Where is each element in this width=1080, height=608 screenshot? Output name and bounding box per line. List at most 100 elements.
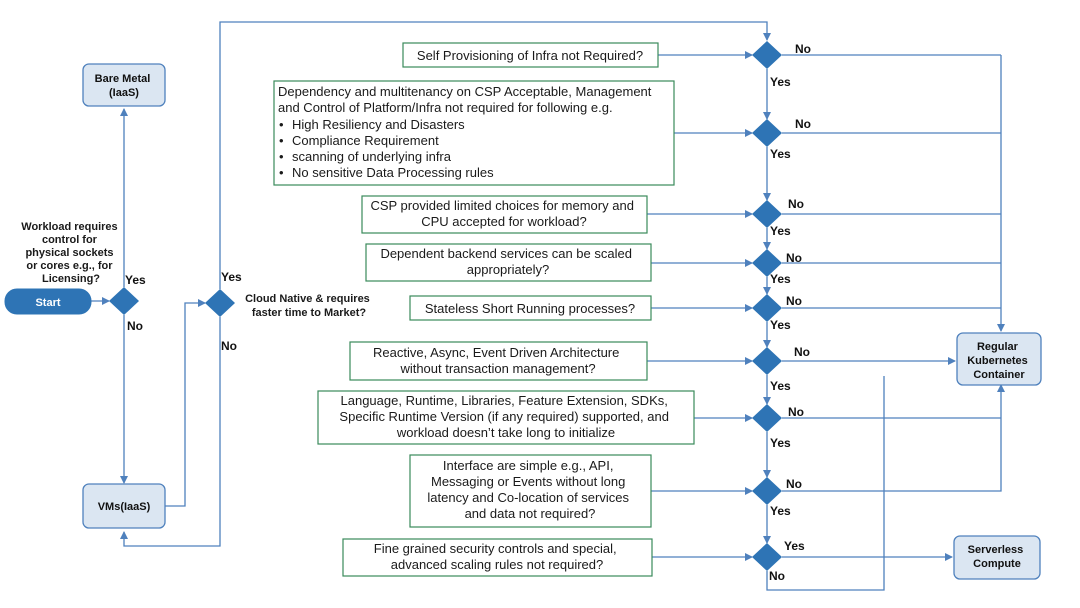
start-label: Start: [35, 297, 60, 309]
workload-question-text: Workload requires control for physical s…: [21, 221, 120, 285]
vms-label: VMs(IaaS): [98, 501, 151, 513]
workload-yes-label: Yes: [125, 273, 146, 287]
d4-yes-label: Yes: [770, 272, 791, 286]
q2-line-0: Dependency and multitenancy on CSP Accep…: [278, 84, 652, 99]
cloud-native-line-1: faster time to Market?: [252, 307, 367, 319]
cloudnative-no-connector: [120, 317, 221, 547]
d1-yes-label: Yes: [770, 75, 791, 89]
question-box-7: Language, Runtime, Libraries, Feature Ex…: [317, 390, 695, 445]
question-box-4: Dependent backend services can be scaled…: [365, 243, 652, 282]
q2-bullet-dot-3: •: [279, 165, 284, 180]
question-box-5: Stateless Short Running processes?: [409, 295, 652, 321]
svg-text:Cloud Native & requires: Cloud Native & requires faster time to M…: [245, 293, 373, 319]
question-box-3: CSP provided limited choices for memory …: [361, 195, 648, 234]
workload-q-line-3: or cores e.g., for: [26, 260, 113, 272]
q4-line-0: Dependent backend services can be scaled: [380, 246, 632, 261]
svg-text:Serverless Compute: Serverless Compute: [968, 544, 1027, 570]
workload-q-line-4: Licensing?: [42, 273, 100, 285]
d1-no-label: No: [795, 42, 811, 56]
cloud-native-decision: Cloud Native & requires faster time to M…: [205, 270, 373, 353]
d3-no-label: No: [788, 197, 804, 211]
svg-text:Reactive, Async, Event Driven: Reactive, Async, Event Driven Architectu…: [373, 345, 623, 376]
serverless-line-0: Serverless: [968, 544, 1024, 556]
question-box-6: Reactive, Async, Event Driven Architectu…: [349, 341, 648, 381]
d5-no-label: No: [786, 294, 802, 308]
q7-line-1: Specific Runtime Version (if any require…: [339, 409, 669, 424]
q2-bullet-dot-2: •: [279, 149, 284, 164]
decision-diamond-3: [752, 200, 782, 228]
q8-line-3: and data not required?: [465, 506, 596, 521]
serverless-node: Serverless Compute: [953, 535, 1041, 580]
svg-text:Dependent backend services can: Dependent backend services can be scaled…: [380, 246, 635, 277]
q9-line-1: advanced scaling rules not required?: [391, 557, 603, 572]
decision-diamond-8: [752, 477, 782, 505]
d5-yes-label: Yes: [770, 318, 791, 332]
d4-no-label: No: [786, 251, 802, 265]
decision-diamonds: [752, 41, 782, 571]
d9-yes-label: Yes: [784, 539, 805, 553]
workload-no-label: No: [127, 319, 143, 333]
bare-metal-line-0: Bare Metal: [95, 73, 151, 85]
workload-q-line-2: physical sockets: [25, 247, 113, 259]
kubernetes-line-0: Regular: [977, 341, 1019, 353]
decision-diamond-7: [752, 404, 782, 432]
last-no-connector: [766, 376, 885, 591]
serverless-line-1: Compute: [973, 558, 1021, 570]
workload-q-line-0: Workload requires: [21, 221, 117, 233]
q5-line-0: Stateless Short Running processes?: [425, 301, 635, 316]
d2-no-label: No: [795, 117, 811, 131]
svg-text:Interface are simple e.g., API: Interface are simple e.g., API, Messagin…: [427, 458, 632, 521]
cloud-native-diamond: [205, 289, 235, 317]
svg-text:Language, Runtime, Libraries,: Language, Runtime, Libraries, Feature Ex…: [339, 393, 672, 440]
svg-text:CSP provided limited choices f: CSP provided limited choices for memory …: [370, 198, 637, 229]
q2-bullet-dot-0: •: [279, 117, 284, 132]
kubernetes-line-2: Container: [973, 369, 1025, 381]
question-box-9: Fine grained security controls and speci…: [342, 538, 653, 577]
q9-line-0: Fine grained security controls and speci…: [374, 541, 617, 556]
cloudnative-yes-connector: [219, 21, 771, 289]
q6-line-0: Reactive, Async, Event Driven Architectu…: [373, 345, 619, 360]
svg-text:Fine grained security controls: Fine grained security controls and speci…: [374, 541, 620, 572]
q2-bullet-2: scanning of underlying infra: [292, 149, 452, 164]
decision-diamond-1: [752, 41, 782, 69]
cloud-native-no-label: No: [221, 339, 237, 353]
vms-node: VMs(IaaS): [82, 483, 166, 529]
svg-text:Dependency and multitenancy on: Dependency and multitenancy on CSP Accep…: [278, 84, 655, 115]
decision-diamond-9: [752, 543, 782, 571]
bare-metal-line-1: (IaaS): [109, 87, 139, 99]
workload-diamond: [109, 287, 139, 315]
q7-line-2: workload doesn’t take long to initialize: [396, 425, 615, 440]
q7-line-0: Language, Runtime, Libraries, Feature Ex…: [341, 393, 668, 408]
decision-diamond-5: [752, 294, 782, 322]
d9-no-label: No: [769, 569, 785, 583]
d6-no-label: No: [794, 345, 810, 359]
d3-yes-label: Yes: [770, 224, 791, 238]
svg-text:• High Resiliency and Di: • High Resiliency and Disasters • Compli…: [279, 117, 494, 180]
d7-yes-label: Yes: [770, 436, 791, 450]
d6-yes-label: Yes: [770, 379, 791, 393]
q6-line-1: without transaction management?: [399, 361, 595, 376]
q1-line-0: Self Provisioning of Infra not Required?: [417, 48, 643, 63]
q2-bullet-1: Compliance Requirement: [292, 133, 439, 148]
decision-diamond-4: [752, 249, 782, 277]
d2-yes-label: Yes: [770, 147, 791, 161]
q3-line-1: CPU accepted for workload?: [421, 214, 586, 229]
q8-line-1: Messaging or Events without long: [431, 474, 625, 489]
q3-line-0: CSP provided limited choices for memory …: [370, 198, 634, 213]
no-bus-bottom: [782, 384, 1005, 492]
workload-decision: Workload requires control for physical s…: [21, 221, 146, 333]
d8-yes-label: Yes: [770, 504, 791, 518]
bare-metal-node: Bare Metal (IaaS): [82, 63, 166, 107]
q2-bullet-0: High Resiliency and Disasters: [292, 117, 465, 132]
q8-line-0: Interface are simple e.g., API,: [443, 458, 614, 473]
question-box-2: Dependency and multitenancy on CSP Accep…: [273, 80, 675, 186]
d7-no-label: No: [788, 405, 804, 419]
svg-text:Regular Kubernetes: Regular Kubernetes Container: [967, 341, 1031, 381]
q2-line-1: and Control of Platform/Infra not requir…: [278, 100, 613, 115]
cloud-native-yes-label: Yes: [221, 270, 242, 284]
question-box-1: Self Provisioning of Infra not Required?: [402, 42, 659, 68]
d8-no-label: No: [786, 477, 802, 491]
kubernetes-node: Regular Kubernetes Container: [956, 332, 1042, 386]
q2-bullet-3: No sensitive Data Processing rules: [292, 165, 494, 180]
